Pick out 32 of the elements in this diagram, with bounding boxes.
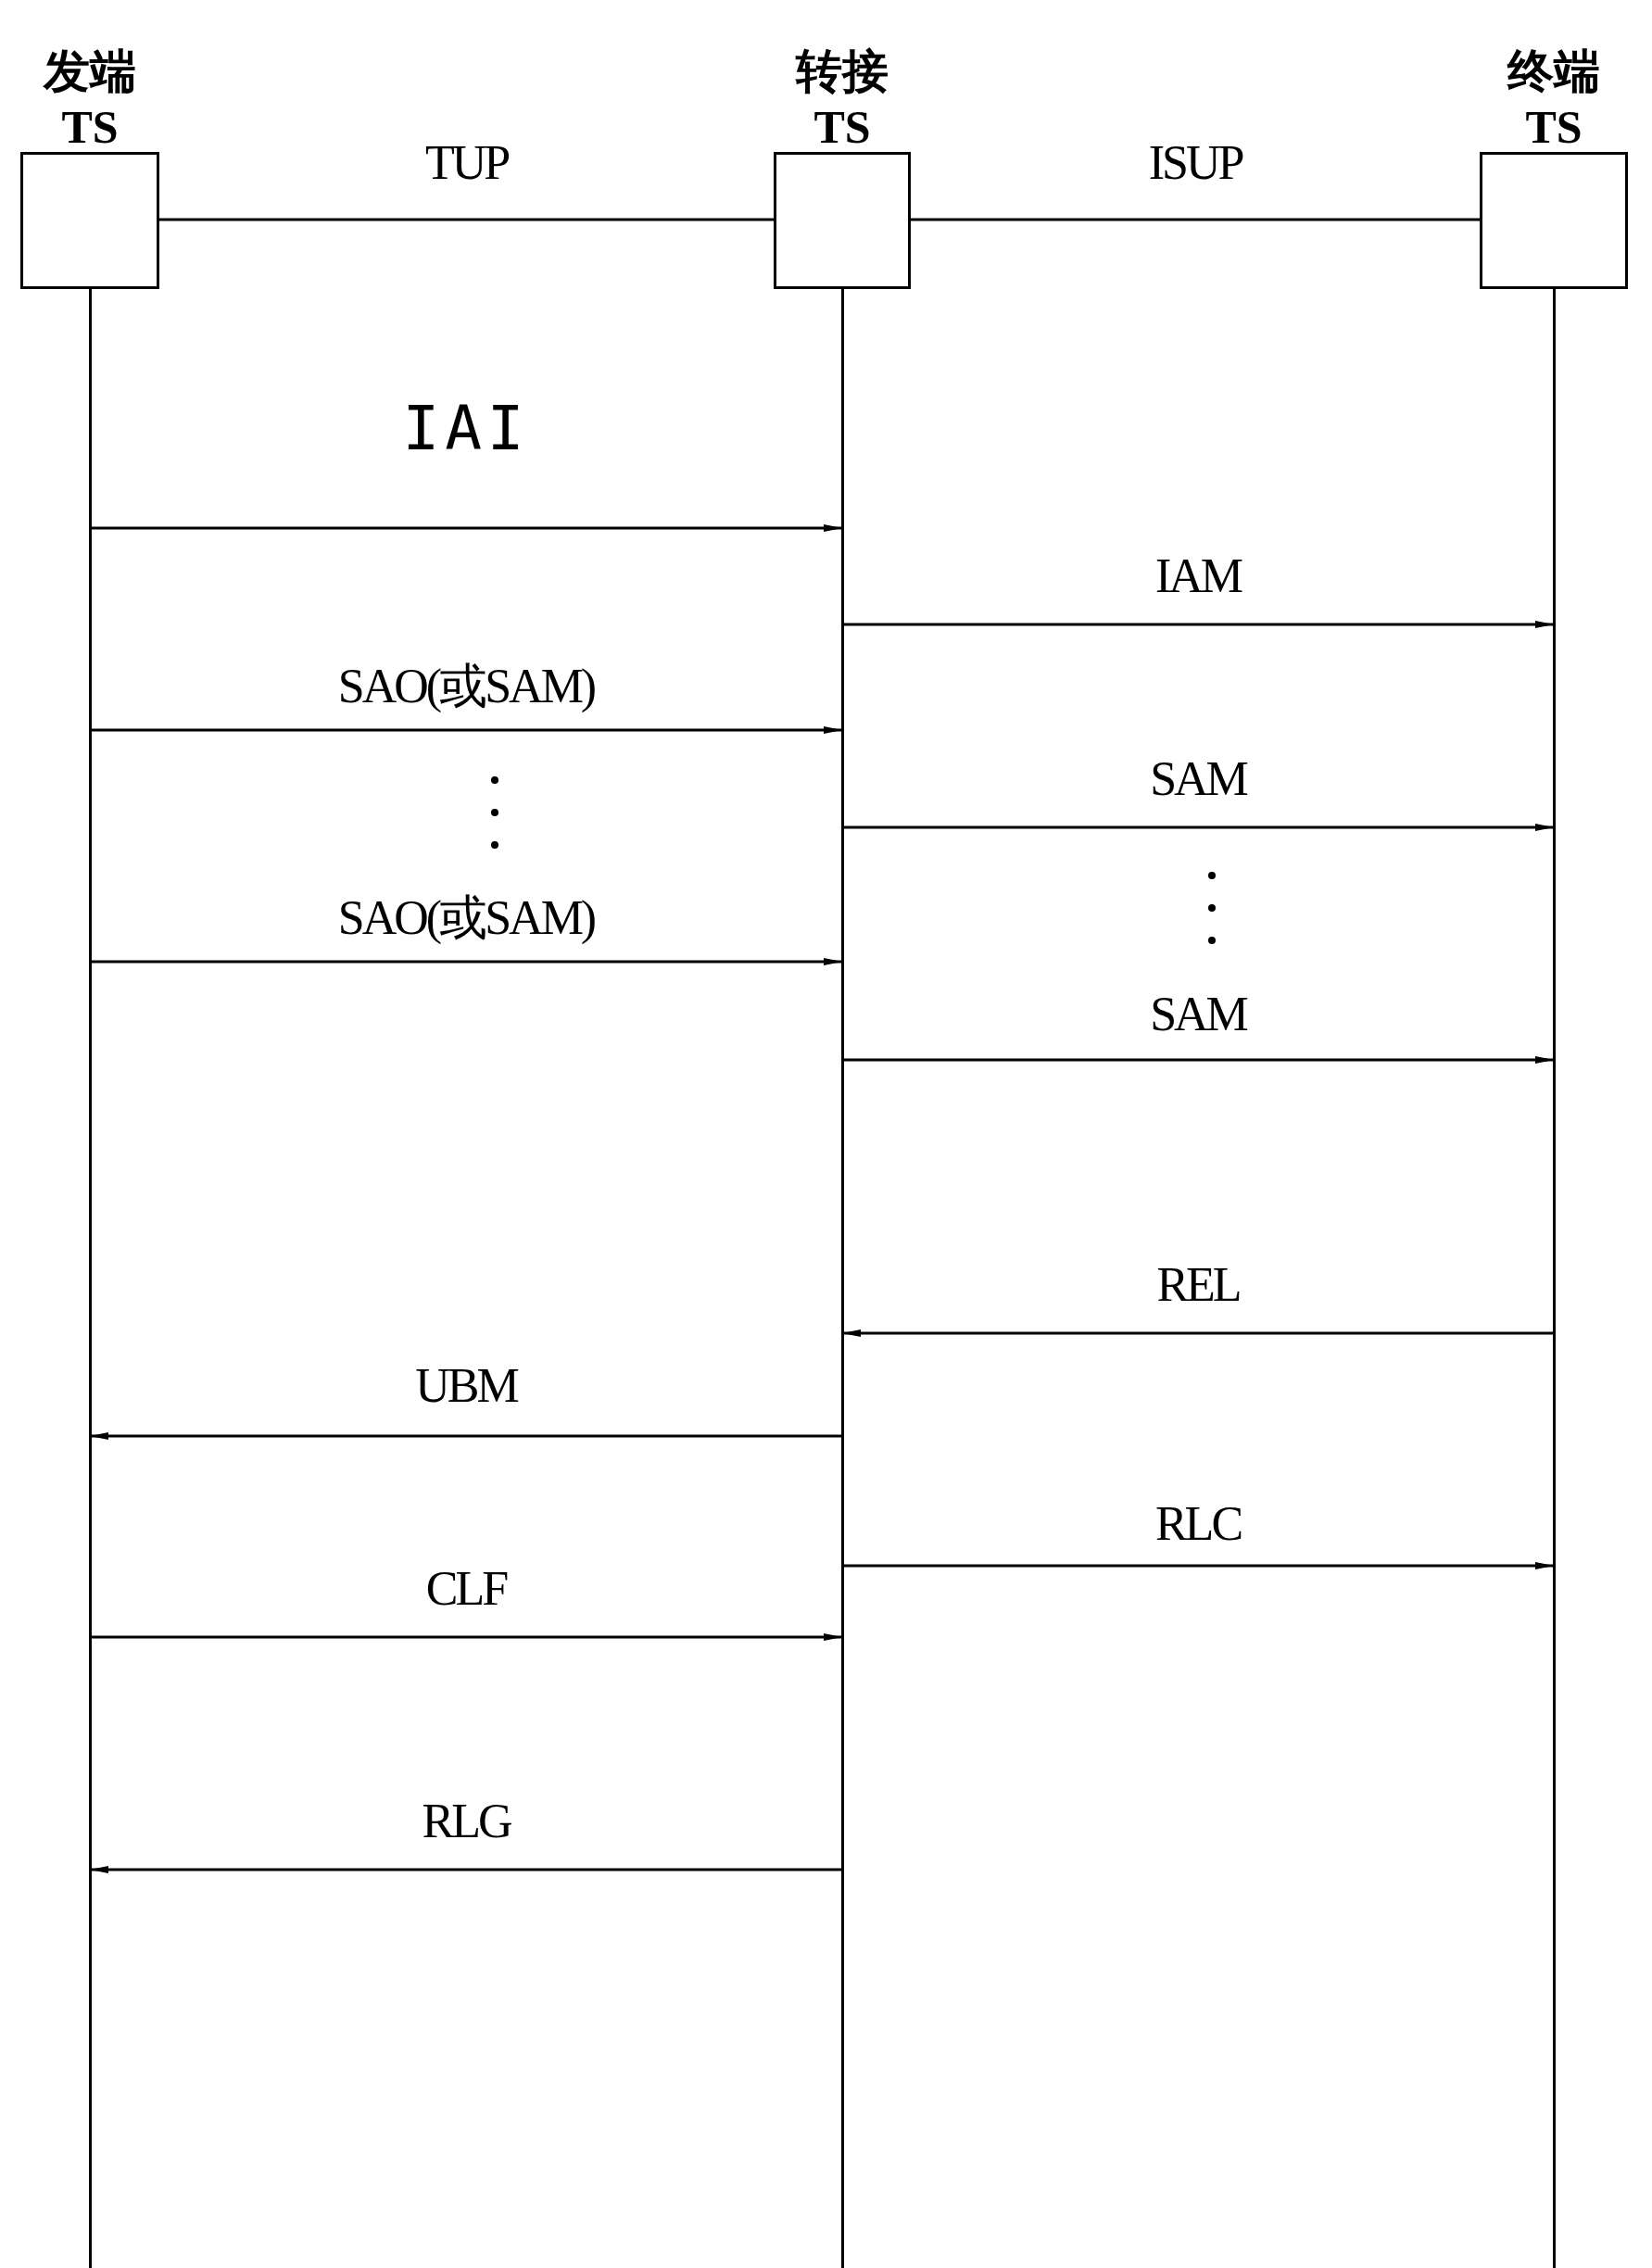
edge-label: TUP <box>424 139 509 187</box>
node-heading: 发端 <box>44 48 136 94</box>
message-arrow <box>842 824 1554 831</box>
message-arrow <box>90 958 842 965</box>
edge-label: CLF <box>425 1565 507 1613</box>
node-heading: 转接 <box>796 48 889 94</box>
message-arrow <box>90 1866 842 1873</box>
message-arrow <box>842 1329 1554 1337</box>
edge-label: IAI <box>402 398 530 460</box>
edge-label: REL <box>1156 1261 1240 1309</box>
message-arrow <box>90 1633 842 1641</box>
node-heading: TS <box>1525 104 1583 150</box>
edge-label: ISUP <box>1148 139 1242 187</box>
message-arrow <box>842 621 1554 628</box>
edge-label: RLC <box>1154 1500 1242 1548</box>
message-arrow <box>90 726 842 734</box>
message-arrow <box>842 1562 1554 1569</box>
edge-label: SAM <box>1150 755 1246 803</box>
edge-label: RLG <box>422 1797 511 1846</box>
node-heading: TS <box>61 104 119 150</box>
signaling-link <box>911 218 1480 221</box>
edge-label: IAM <box>1154 552 1242 600</box>
edge-label: SAO(或SAM) <box>337 894 595 942</box>
message-arrow <box>90 524 842 532</box>
edge-label: UBM <box>415 1362 517 1410</box>
signaling-link <box>159 218 774 221</box>
edge-label: SAM <box>1150 990 1246 1039</box>
node-heading: 终端 <box>1507 48 1600 94</box>
edge-label: SAO(或SAM) <box>337 662 595 711</box>
message-arrow <box>842 1056 1554 1064</box>
message-arrow <box>90 1432 842 1440</box>
node-heading: TS <box>813 104 871 150</box>
